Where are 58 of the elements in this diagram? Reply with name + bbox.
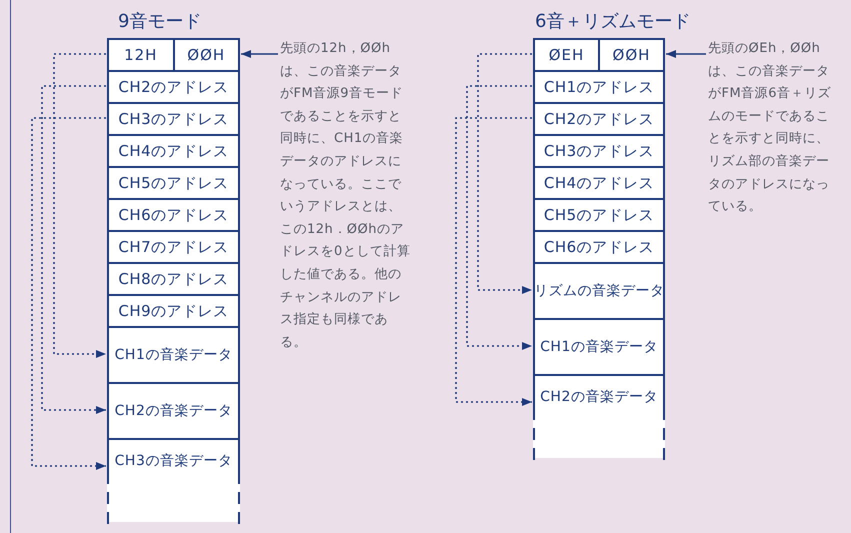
memory-block — [533, 102, 665, 136]
hex-value: 12H — [124, 44, 158, 66]
block-label: CH5のアドレス — [544, 204, 654, 226]
block-label: CH3のアドレス — [544, 140, 654, 162]
dotted-arrow — [41, 85, 106, 414]
memory-block — [533, 374, 665, 458]
block-label: CH4のアドレス — [118, 140, 229, 162]
hex-value: ØØH — [187, 44, 226, 66]
block-label: CH2のアドレス — [118, 76, 229, 98]
arrow — [241, 50, 278, 58]
memory-block — [533, 262, 665, 320]
memory-block — [107, 262, 240, 296]
memory-block — [533, 166, 665, 200]
memory-row — [533, 38, 665, 72]
annotation-text: 先頭の12h，ØØhは、この音楽データがFM音源9音モードであることを示すと同時に、CH1の音楽データのアドレスになっている。ここでいうアドレスとは、この12h．ØØhのアドレスを0として計算した値である。他のチャンネルのアドレス指定も同様である。 — [280, 40, 412, 352]
block-label: リズムの音楽データ — [534, 282, 664, 300]
memory-block — [533, 70, 665, 104]
memory-row — [107, 38, 240, 72]
hex-value: ØØH — [612, 44, 650, 66]
block-label: CH7のアドレス — [118, 236, 229, 258]
section-heading: 9音モード — [118, 10, 202, 34]
dotted-arrow — [466, 85, 532, 350]
memory-block — [107, 70, 240, 104]
dotted-arrow — [31, 117, 106, 470]
block-label: CH3のアドレス — [118, 108, 229, 130]
block-label: CH2の音楽データ — [114, 402, 232, 420]
memory-block — [107, 102, 240, 136]
block-label: CH4のアドレス — [544, 172, 654, 194]
block-label: CH9のアドレス — [118, 300, 229, 322]
block-label: CH2のアドレス — [544, 108, 654, 130]
memory-block — [107, 166, 240, 200]
annotation-text: 先頭のØEh，ØØhは、この音楽データがFM音源6音＋リズムのモードであることを示すと同時に、リズム部の音楽データのアドレスになっている。 — [708, 40, 832, 216]
memory-block — [107, 294, 240, 328]
memory-block — [533, 318, 665, 376]
block-label: CH3の音楽データ — [114, 453, 232, 469]
dotted-arrow — [455, 117, 532, 406]
dotted-arrow — [53, 53, 106, 358]
memory-block — [107, 382, 240, 440]
memory-block — [107, 438, 240, 522]
block-label: CH1の音楽データ — [540, 338, 658, 356]
arrow — [666, 50, 706, 58]
block-label: CH8のアドレス — [118, 268, 229, 290]
memory-block — [107, 230, 240, 264]
memory-block — [533, 198, 665, 232]
section-heading: 6音＋リズムモード — [535, 10, 690, 34]
memory-block — [533, 230, 665, 264]
block-label: CH1のアドレス — [544, 76, 654, 98]
hex-value: ØEH — [548, 44, 584, 66]
block-label: CH2の音楽データ — [540, 389, 658, 405]
memory-block — [107, 134, 240, 168]
block-label: CH6のアドレス — [544, 236, 654, 258]
block-label: CH1の音楽データ — [114, 346, 232, 364]
block-label: CH5のアドレス — [118, 172, 229, 194]
memory-block — [107, 326, 240, 384]
dotted-arrow — [477, 53, 532, 294]
memory-block — [107, 198, 240, 232]
memory-block — [533, 134, 665, 168]
block-label: CH6のアドレス — [118, 204, 229, 226]
